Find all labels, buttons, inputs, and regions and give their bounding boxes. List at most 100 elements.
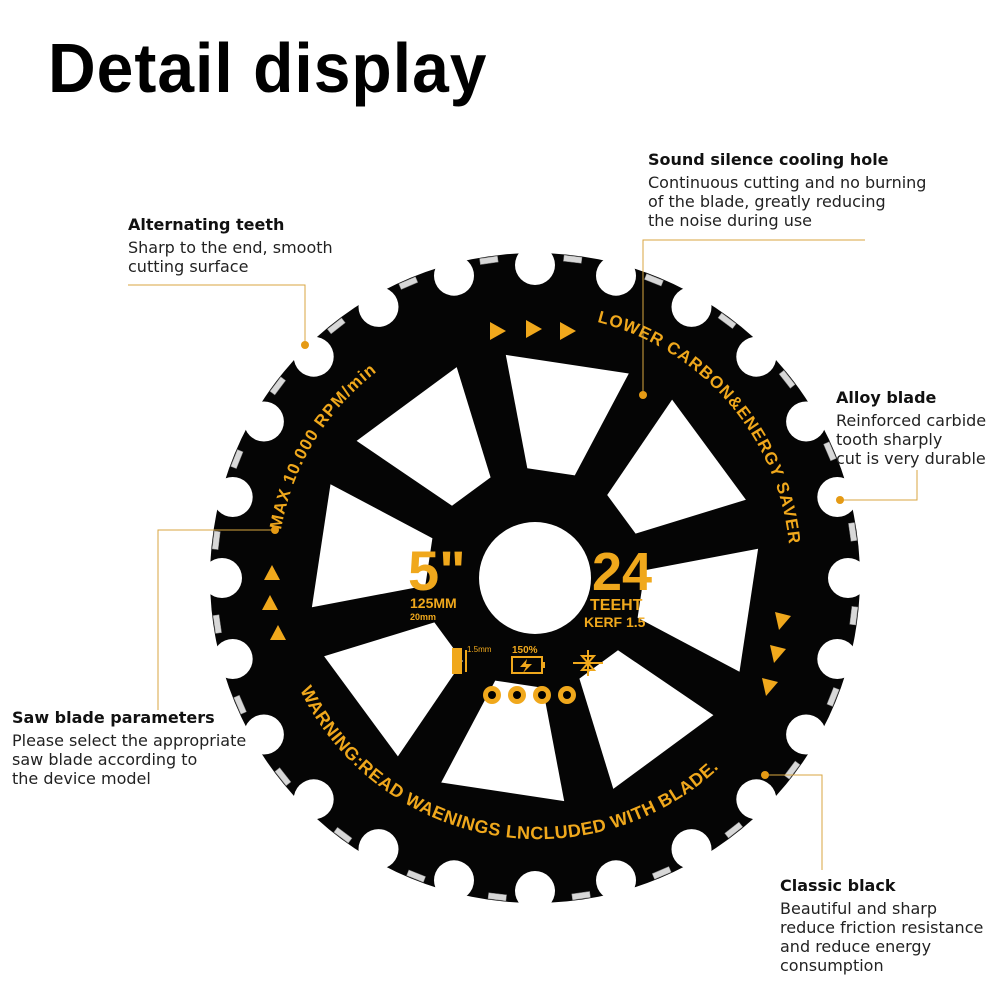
callout-heading: Alternating teeth: [128, 215, 285, 234]
gullet: [817, 639, 858, 679]
carbide-tooth: [233, 694, 247, 715]
callout-line: reduce friction resistance: [780, 918, 984, 937]
teeth-count-label: 24: [592, 542, 652, 602]
gullet: [212, 639, 253, 679]
leader-lines: [128, 239, 918, 870]
teeth-label: TEEHT: [590, 597, 643, 614]
carbide-tooth: [406, 869, 426, 883]
safety-icons: [483, 686, 576, 704]
arrow-icon: [775, 612, 791, 630]
carbide-tooth: [212, 614, 222, 634]
callout-line: tooth sharply: [836, 430, 943, 449]
callout-heading: Alloy blade: [836, 388, 937, 407]
arbor-hole: [479, 522, 591, 634]
size-mm-label: 125MM: [410, 595, 457, 611]
carbide-tooth: [849, 606, 859, 626]
carbide-tooth: [211, 530, 221, 550]
bore-label: 20mm: [410, 612, 436, 622]
cross-cut-icon: [573, 650, 603, 676]
carbide-tooth: [327, 317, 346, 335]
carbide-tooth: [230, 449, 244, 469]
carbide-tooth: [269, 376, 286, 396]
callout-cooling-hole: Sound silence cooling hole Continuous cu…: [648, 150, 926, 230]
cooling-window: [311, 484, 433, 608]
gullet: [515, 245, 555, 285]
arrow-icon: [270, 625, 286, 640]
kerf-icon: 1.5mm: [452, 645, 492, 674]
carbide-tooth: [333, 827, 353, 844]
gullet: [293, 336, 334, 377]
arrow-icon: [560, 322, 576, 340]
arrow-icon: [770, 645, 786, 663]
callout-line: Please select the appropriate: [12, 731, 247, 750]
carbide-tooth: [778, 370, 796, 389]
carbide-tooth: [398, 276, 419, 290]
gullet: [434, 255, 474, 296]
carbide-tooth: [644, 273, 664, 287]
gullet: [212, 477, 253, 517]
kerf-mm-label: 1.5mm: [467, 645, 492, 654]
carbide-tooth: [479, 255, 499, 265]
callout-classic-black: Classic black Beautiful and sharp reduce…: [780, 876, 983, 975]
arrow-icon: [526, 320, 542, 338]
page-title: Detail display: [48, 29, 488, 107]
cooling-window: [441, 680, 565, 802]
callout-line: and reduce energy: [780, 937, 932, 956]
carbide-tooth: [826, 687, 840, 707]
gullet: [293, 779, 334, 820]
carbide-tooth: [571, 891, 591, 901]
carbide-tooth: [651, 866, 672, 880]
callout-alloy-blade: Alloy blade Reinforced carbide tooth sha…: [836, 388, 986, 468]
cooling-window: [607, 399, 746, 534]
gullet: [671, 829, 712, 870]
gullet: [828, 558, 868, 598]
gullet: [671, 286, 712, 327]
gullet: [243, 714, 284, 755]
callout-dots: [271, 341, 844, 779]
callout-heading: Saw blade parameters: [12, 708, 215, 727]
callout-heading: Sound silence cooling hole: [648, 150, 889, 169]
cooling-window: [356, 367, 491, 506]
gullet: [358, 829, 399, 870]
gullet: [358, 286, 399, 327]
gullet: [202, 558, 242, 598]
gullet: [736, 779, 777, 820]
callout-line: of the blade, greatly reducing: [648, 192, 886, 211]
gullet: [736, 336, 777, 377]
callout-line: Reinforced carbide: [836, 411, 987, 430]
carbide-tooth: [717, 312, 737, 329]
cooling-window: [505, 354, 629, 476]
callout-line: cutting surface: [128, 257, 249, 276]
arrow-icon: [490, 322, 506, 340]
carbide-tooth: [563, 254, 583, 264]
callout-line: the device model: [12, 769, 151, 788]
gullet: [596, 860, 636, 901]
callout-line: consumption: [780, 956, 884, 975]
arrow-icon: [262, 595, 278, 610]
efficiency-label: 150%: [512, 645, 538, 656]
kerf-label: KERF 1.5: [584, 614, 646, 630]
battery-icon: 150%: [511, 645, 545, 674]
gullet: [596, 255, 636, 296]
cooling-window: [324, 622, 463, 757]
callout-line: Sharp to the end, smooth: [128, 238, 333, 257]
gullet: [786, 401, 827, 442]
callout-saw-blade-parameters: Saw blade parameters Please select the a…: [12, 708, 246, 788]
gullet: [434, 860, 474, 901]
direction-arrows: [262, 320, 791, 696]
callout-line: the noise during use: [648, 211, 813, 230]
gullet: [786, 714, 827, 755]
cooling-window: [579, 650, 714, 789]
callout-heading: Classic black: [780, 876, 896, 895]
carbide-tooth: [487, 892, 507, 902]
cooling-holes: [311, 354, 759, 802]
callout-line: Beautiful and sharp: [780, 899, 937, 918]
gullet: [515, 871, 555, 911]
carbide-tooth: [724, 821, 743, 839]
carbide-tooth: [848, 522, 858, 542]
callout-line: saw blade according to: [12, 750, 198, 769]
gullet: [817, 477, 858, 517]
callout-alternating-teeth: Alternating teeth Sharp to the end, smoo…: [128, 215, 333, 276]
cooling-window: [637, 548, 759, 672]
